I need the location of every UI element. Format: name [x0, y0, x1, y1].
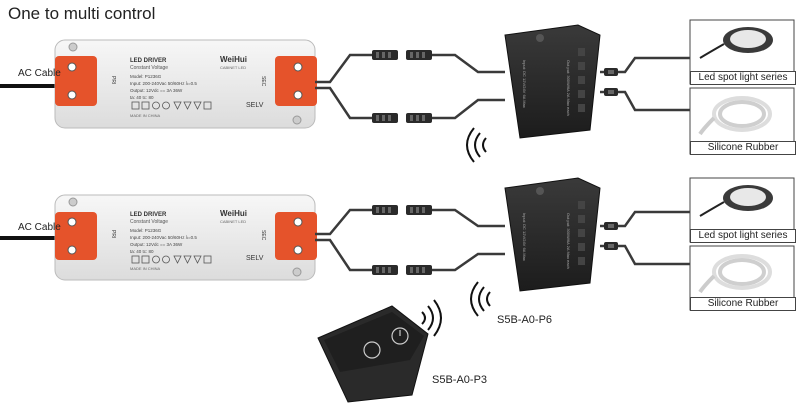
driver-selv: SELV	[246, 102, 264, 109]
driver-made-in: MADE IN CHINA	[130, 113, 161, 118]
spot-light-label: Led spot light series	[690, 229, 796, 243]
connector-plug	[372, 265, 398, 275]
driver-model: Model: P1236G	[130, 74, 162, 79]
ac-cable-label: AC Cable	[18, 68, 61, 79]
driver-output-cable	[315, 208, 505, 272]
controller-unit: Input: DC 12V/24V 6A Max Out put: 300W/6…	[504, 24, 601, 139]
silicone-strip-image	[698, 96, 772, 136]
row-1: LED DRIVER Constant Voltage WeiHui CABIN…	[0, 19, 795, 163]
driver-subheading: Constant Voltage	[130, 65, 168, 71]
controller-unit: Input: DC 12V/24V 6A Max Out put: 300W/6…	[504, 177, 601, 292]
spot-light-image	[699, 27, 773, 59]
certification-icons	[131, 101, 212, 110]
certification-icons	[131, 255, 212, 264]
driver-brand: WeiHui	[220, 55, 247, 64]
silicone-strip-image	[698, 254, 772, 294]
controller-input-text: Input: DC 12V/24V 6A Max	[522, 60, 527, 108]
connector-plug	[604, 68, 618, 76]
silicone-strip-label: Silicone Rubber	[690, 297, 796, 311]
diagram-title: One to multi control	[8, 4, 156, 23]
driver-sec: SEC	[260, 76, 266, 87]
led-driver: LED DRIVER Constant Voltage WeiHui CABIN…	[54, 39, 317, 129]
controller-ports	[578, 48, 585, 112]
dimmer-button-icon	[363, 341, 381, 359]
connector-plug	[406, 205, 432, 215]
driver-output-cable	[315, 53, 505, 120]
light-output-cable	[600, 56, 690, 112]
connector-plug	[372, 205, 398, 215]
driver-sec: SEC	[260, 230, 266, 241]
wireless-signal-icon	[466, 127, 487, 163]
driver-brand-sub: CABINET LED	[220, 219, 246, 224]
ac-cable-label: AC Cable	[18, 222, 61, 233]
driver-ta-tc: ta: 40 tc: 80	[130, 249, 154, 254]
driver-pri: PRI	[110, 230, 116, 238]
driver-brand: WeiHui	[220, 209, 247, 218]
driver-brand-sub: CABINET LED	[220, 65, 246, 70]
wireless-signal-icon	[470, 281, 491, 317]
controller-output-text: Out put: 300W/6A 2A Max each	[566, 60, 571, 116]
connector-plug	[406, 113, 432, 123]
connector-plug	[372, 50, 398, 60]
led-driver: LED DRIVER Constant Voltage WeiHui CABIN…	[54, 194, 317, 281]
driver-input: Input: 200-240Vac 50/60Hz λ=0.5	[130, 235, 197, 240]
silicone-strip-label: Silicone Rubber	[690, 141, 796, 155]
connector-plug	[406, 265, 432, 275]
driver-selv: SELV	[246, 255, 264, 262]
driver-input: Input: 200-240Vac 50/60Hz λ=0.5	[130, 81, 197, 86]
driver-ta-tc: ta: 40 tc: 80	[130, 95, 154, 100]
controller-model-label: S5B-A0-P6	[497, 314, 553, 326]
spot-light-image	[699, 185, 773, 217]
driver-output: Output: 12Vdc == 3A 36W	[130, 88, 183, 93]
remote-model-label: S5B-A0-P3	[432, 374, 488, 386]
spot-light-label: Led spot light series	[690, 71, 796, 85]
connector-plug	[406, 50, 432, 60]
controller-output-text: Out put: 300W/6A 2A Max each	[566, 213, 571, 269]
power-button-icon	[391, 327, 409, 345]
driver-model: Model: P1236G	[130, 228, 162, 233]
controller-ports	[578, 201, 585, 265]
driver-heading: LED DRIVER	[130, 212, 167, 218]
driver-subheading: Constant Voltage	[130, 219, 168, 225]
wireless-signal-icon	[421, 299, 442, 337]
connector-plug	[604, 222, 618, 230]
light-output-cable	[600, 210, 690, 266]
connector-plug	[604, 88, 618, 96]
driver-heading: LED DRIVER	[130, 58, 167, 64]
controller-input-text: Input: DC 12V/24V 6A Max	[522, 213, 527, 261]
connector-plug	[604, 242, 618, 250]
driver-pri: PRI	[110, 76, 116, 84]
driver-output: Output: 12Vdc == 3A 36W	[130, 242, 183, 247]
row-2: LED DRIVER Constant Voltage WeiHui CABIN…	[0, 177, 795, 317]
wireless-remote	[317, 305, 429, 403]
driver-made-in: MADE IN CHINA	[130, 266, 161, 271]
connector-plug	[372, 113, 398, 123]
